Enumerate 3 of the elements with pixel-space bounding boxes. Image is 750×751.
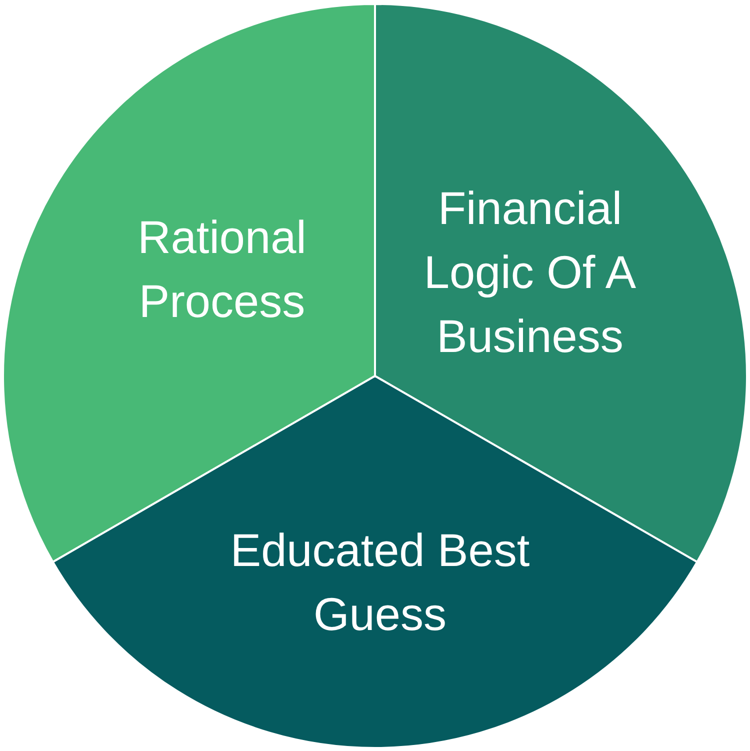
segment-label: Rational Process [136,210,308,329]
segment-label: Financial Logic Of A Business [422,181,638,364]
segment-label: Educated Best Guess [229,523,531,642]
